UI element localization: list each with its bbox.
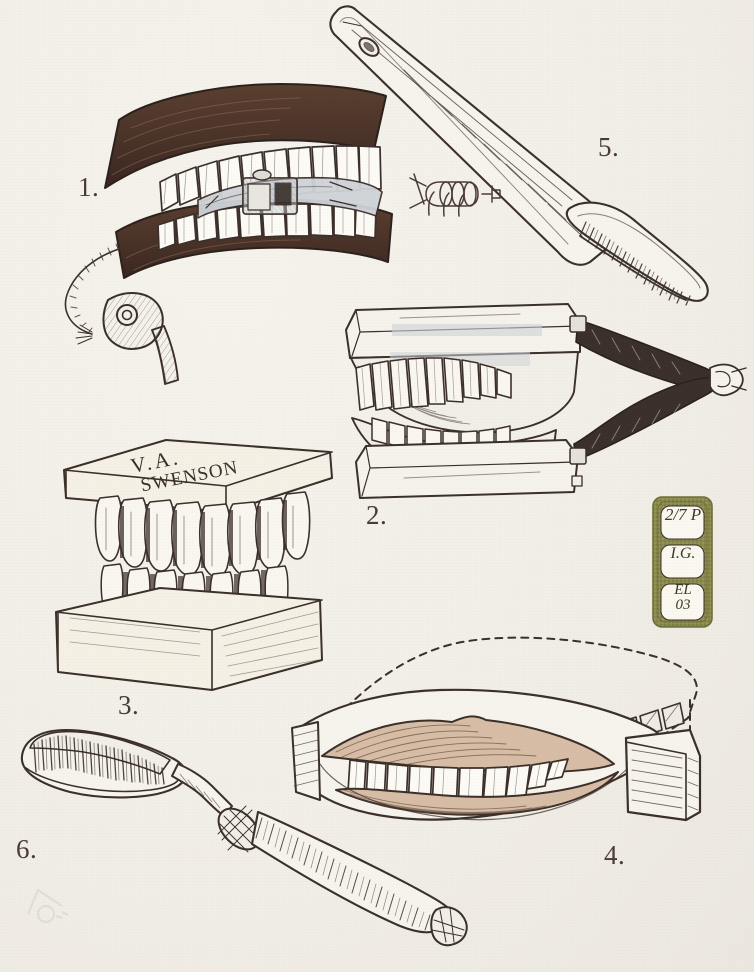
figure-caption-2: 2. bbox=[366, 500, 388, 530]
figure-3-dental-teaching-model bbox=[55, 439, 333, 691]
figure-caption-3: 3. bbox=[118, 690, 140, 720]
figure-caption-6: 6. bbox=[16, 834, 38, 864]
figure-caption-1: 1. bbox=[78, 172, 100, 202]
figure-4-lips-and-teeth bbox=[291, 636, 702, 822]
specimen-label-text: 2/7 P I.G. EL 03 bbox=[653, 497, 712, 627]
figure-6-toothbrush-antique bbox=[20, 728, 468, 947]
figure-5-toothbrush-modern bbox=[329, 5, 709, 306]
figure-1-chattering-teeth bbox=[64, 83, 393, 385]
specimen-label-line-2: I.G. bbox=[670, 545, 696, 562]
embossed-blindstamp bbox=[26, 888, 69, 924]
specimen-label-line-3: EL bbox=[674, 582, 692, 598]
olive-specimen-label bbox=[652, 496, 713, 628]
figure-2-dental-cast-articulator bbox=[345, 303, 747, 499]
figure-caption-5: 5. bbox=[598, 132, 620, 162]
hand-gripping-brush-sketch bbox=[409, 173, 501, 217]
specimen-label-line-1: 2/7 P bbox=[664, 505, 702, 524]
figure-caption-4: 4. bbox=[604, 840, 626, 870]
specimen-label-line-4: 03 bbox=[675, 597, 691, 613]
